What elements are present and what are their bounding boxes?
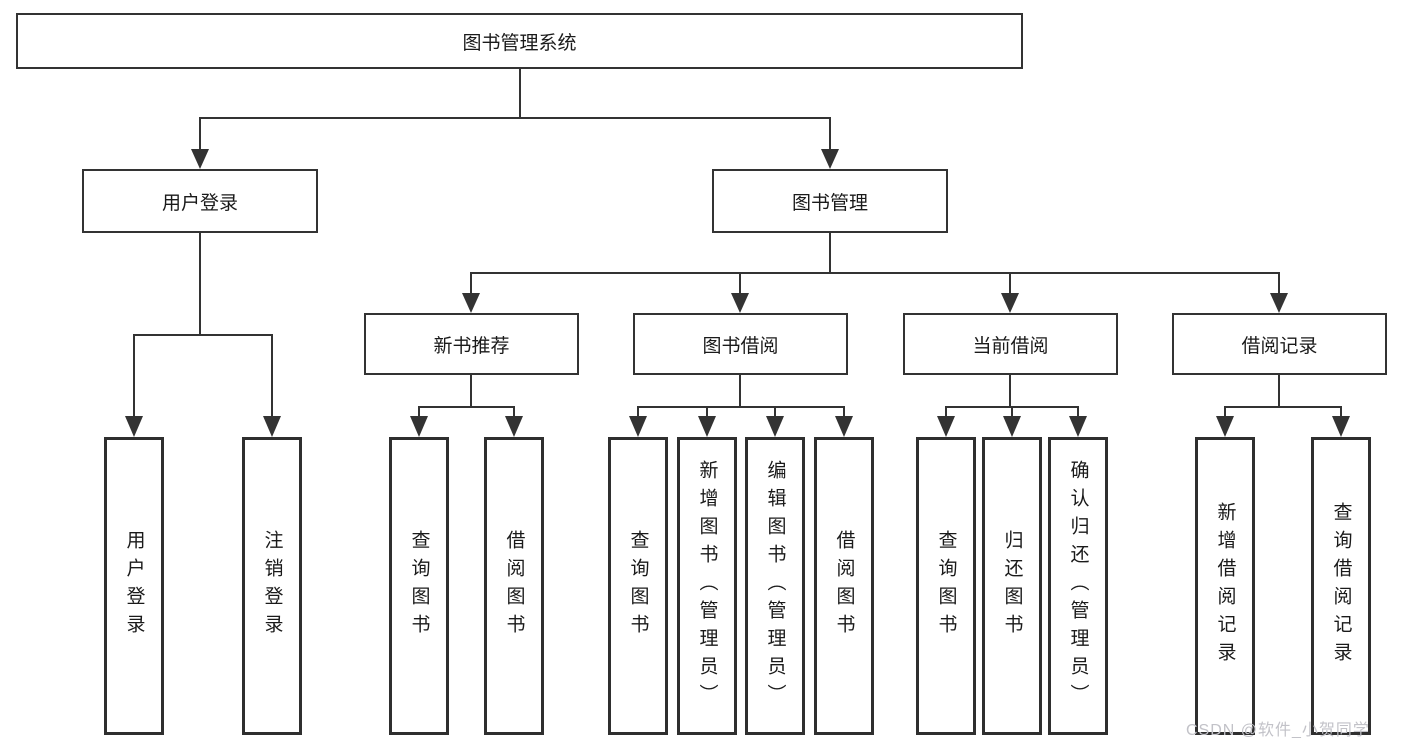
leaf-user-login-label: 用户登录 [123, 530, 145, 642]
arrowheads [125, 149, 1350, 437]
leaf-records-add-record: 新增借阅记录 [1195, 437, 1255, 735]
node-user-login-label: 用户登录 [161, 192, 238, 214]
node-root-label: 图书管理系统 [462, 32, 577, 54]
leaf-borrow-add-books-admin-label: 新增图书（管理员） [696, 460, 718, 712]
leaf-newrec-borrow-books-label: 借阅图书 [503, 530, 525, 642]
node-book-management-label: 图书管理 [791, 192, 868, 214]
leaf-newrec-query-books-label: 查询图书 [408, 530, 430, 642]
leaf-user-login: 用户登录 [104, 437, 164, 735]
node-root: 图书管理系统 [16, 13, 1023, 69]
node-book-management: 图书管理 [712, 169, 948, 233]
leaf-logout-login-label: 注销登录 [261, 530, 283, 642]
node-borrow-records: 借阅记录 [1172, 313, 1387, 375]
leaf-borrow-borrow-books: 借阅图书 [814, 437, 874, 735]
leaf-current-return-books: 归还图书 [982, 437, 1042, 735]
leaf-newrec-query-books: 查询图书 [389, 437, 449, 735]
node-user-login: 用户登录 [82, 169, 318, 233]
leaf-records-query-record: 查询借阅记录 [1311, 437, 1371, 735]
leaf-borrow-add-books-admin: 新增图书（管理员） [677, 437, 737, 735]
node-book-borrow-label: 图书借阅 [702, 335, 779, 357]
node-current-borrow-label: 当前借阅 [972, 335, 1049, 357]
leaf-current-query-books: 查询图书 [916, 437, 976, 735]
leaf-borrow-query-books: 查询图书 [608, 437, 668, 735]
leaf-current-return-books-label: 归还图书 [1001, 530, 1023, 642]
node-current-borrow: 当前借阅 [903, 313, 1118, 375]
node-new-book-recommend: 新书推荐 [364, 313, 579, 375]
node-new-book-recommend-label: 新书推荐 [433, 335, 510, 357]
leaf-borrow-query-books-label: 查询图书 [627, 530, 649, 642]
leaf-borrow-edit-books-admin: 编辑图书（管理员） [745, 437, 805, 735]
leaf-current-query-books-label: 查询图书 [935, 530, 957, 642]
leaf-logout-login: 注销登录 [242, 437, 302, 735]
leaf-borrow-edit-books-admin-label: 编辑图书（管理员） [764, 460, 786, 712]
leaf-borrow-borrow-books-label: 借阅图书 [833, 530, 855, 642]
node-borrow-records-label: 借阅记录 [1241, 335, 1318, 357]
leaf-current-confirm-return-admin: 确认归还（管理员） [1048, 437, 1108, 735]
csdn-watermark: CSDN @软件_小贺同学 [1186, 722, 1370, 739]
node-book-borrow: 图书借阅 [633, 313, 848, 375]
leaf-records-query-record-label: 查询借阅记录 [1330, 502, 1352, 670]
leaf-records-add-record-label: 新增借阅记录 [1214, 502, 1236, 670]
leaf-current-confirm-return-admin-label: 确认归还（管理员） [1067, 460, 1089, 712]
leaf-newrec-borrow-books: 借阅图书 [484, 437, 544, 735]
